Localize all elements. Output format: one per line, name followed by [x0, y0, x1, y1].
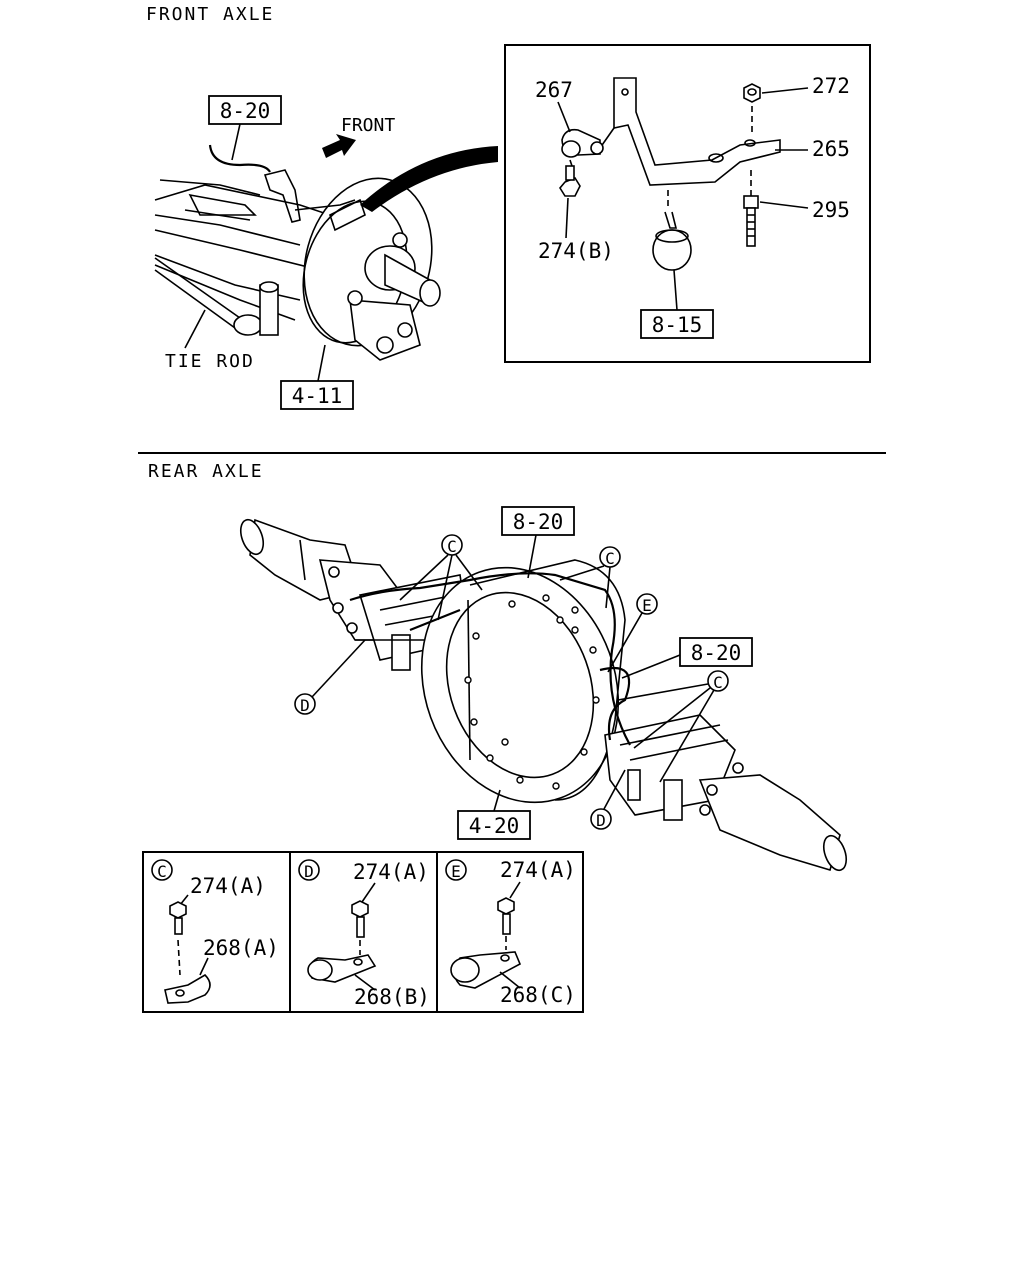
ref-box-front-brake: 4-11 — [280, 344, 354, 410]
callout-c-2: C — [605, 549, 615, 568]
clip-part-d: 268(B) — [354, 985, 430, 1009]
ref-box-axle-housing: 4-20 — [457, 789, 531, 840]
clip-cell-d: D 274(A) 268(B) — [298, 859, 430, 1009]
callout-d-1: D — [300, 696, 310, 715]
part-267-label: 267 — [535, 78, 573, 102]
ref-rear-pipe-right-label: 8-20 — [691, 641, 742, 665]
ref-front-brake-label: 4-11 — [292, 384, 343, 408]
callout-c-1: C — [447, 537, 457, 556]
rear-callouts: C C E C D D — [294, 534, 729, 830]
clip-bolt-d: 274(A) — [353, 860, 429, 884]
clip-key-c: C — [157, 862, 167, 881]
ref-front-pipe-label: 8-20 — [220, 99, 271, 123]
part-274b-label: 274(B) — [538, 239, 614, 263]
ref-box-front-pipe: 8-20 — [208, 95, 282, 161]
clip-key-d: D — [304, 862, 314, 881]
tie-rod-leader — [184, 309, 206, 349]
rear-axle-drawing — [239, 518, 848, 872]
front-detail-box: 267 272 265 295 274(B) 8-15 — [504, 44, 871, 363]
part-272-label: 272 — [812, 74, 850, 98]
callout-c-3: C — [713, 673, 723, 692]
front-direction-arrow: FRONT — [322, 115, 395, 158]
clip-cell-e: E 274(A) 268(C) — [445, 858, 576, 1007]
callout-e: E — [642, 596, 652, 615]
ref-rear-pipe-top-label: 8-20 — [513, 510, 564, 534]
rear-axle-title: REAR AXLE — [148, 461, 264, 482]
clip-bolt-e: 274(A) — [500, 858, 576, 882]
part-295-label: 295 — [812, 198, 850, 222]
ref-hose-label: 8-15 — [652, 313, 703, 337]
ref-box-rear-pipe-top: 8-20 — [501, 506, 575, 579]
clip-part-e: 268(C) — [500, 983, 576, 1007]
front-axle-drawing — [154, 144, 441, 361]
tie-rod-label: TIE ROD — [165, 351, 255, 372]
callout-d-2: D — [596, 811, 606, 830]
ref-box-rear-pipe-right: 8-20 — [621, 637, 753, 679]
ref-axle-housing-label: 4-20 — [469, 814, 520, 838]
clip-bolt-c: 274(A) — [190, 874, 266, 898]
clip-part-c: 268(A) — [203, 936, 279, 960]
clip-cell-c: C 274(A) 268(A) — [151, 859, 279, 1004]
detail-pointer-arrow — [360, 146, 498, 212]
front-axle-title: FRONT AXLE — [146, 4, 274, 25]
clip-key-e: E — [451, 862, 461, 881]
part-265-label: 265 — [812, 137, 850, 161]
front-arrow-label: FRONT — [341, 115, 395, 136]
clip-table: C 274(A) 268(A) D 274(A) 268(B) — [142, 851, 584, 1013]
